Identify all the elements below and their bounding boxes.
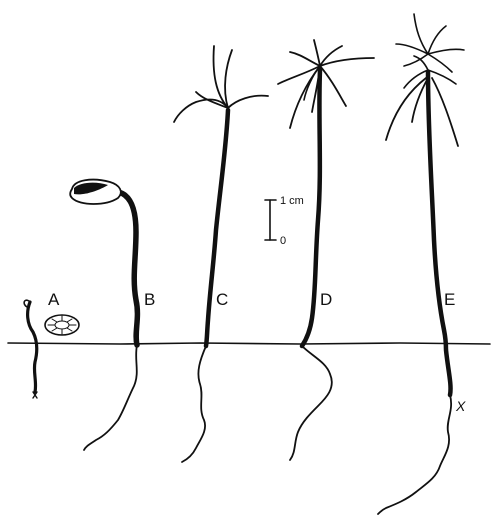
label-d: D [320, 290, 332, 309]
seedling-c [174, 46, 268, 462]
scale-bar-bottom-label: 0 [280, 235, 286, 247]
seedling-e [378, 14, 464, 514]
label-e: E [444, 290, 455, 309]
label-x: X [455, 398, 466, 414]
scale-bar: 1 cm 0 [265, 195, 304, 247]
label-a: A [48, 290, 60, 309]
label-c: C [216, 290, 228, 309]
label-b: B [144, 290, 155, 309]
seedling-a [24, 300, 79, 398]
seedling-b [70, 180, 137, 450]
seedling-d [278, 40, 374, 460]
soil-line [8, 343, 490, 344]
scale-bar-top-label: 1 cm [280, 195, 304, 207]
